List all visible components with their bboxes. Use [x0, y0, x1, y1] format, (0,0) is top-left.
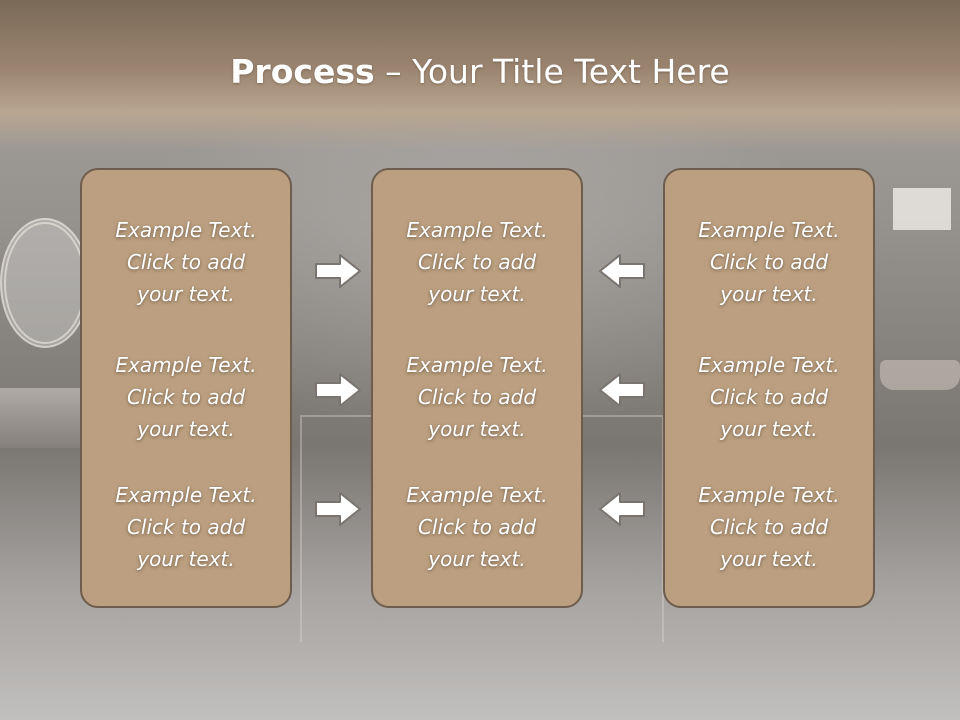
text-placeholder[interactable]: Example Text. Click to add your text. [698, 218, 840, 306]
title-bold: Process [230, 52, 375, 91]
process-column-center[interactable]: Example Text. Click to add your text. Ex… [371, 168, 583, 608]
background-lamp [893, 188, 951, 230]
title-rest: – Your Title Text Here [374, 52, 730, 91]
arrow-right-icon [315, 373, 361, 407]
text-placeholder[interactable]: Example Text. Click to add your text. [115, 218, 257, 306]
header-band [0, 0, 960, 150]
slide-title[interactable]: Process – Your Title Text Here [0, 52, 960, 91]
text-placeholder[interactable]: Example Text. Click to add your text. [406, 218, 548, 306]
process-column-right[interactable]: Example Text. Click to add your text. Ex… [663, 168, 875, 608]
background-dresser [0, 388, 80, 448]
text-placeholder[interactable]: Example Text. Click to add your text. [698, 353, 840, 441]
arrow-left-icon [599, 254, 645, 288]
arrow-right-icon [315, 254, 361, 288]
background-table [880, 360, 960, 390]
arrow-left-icon [599, 373, 645, 407]
background-mirror [0, 218, 90, 348]
arrow-right-icon [315, 492, 361, 526]
text-placeholder[interactable]: Example Text. Click to add your text. [115, 353, 257, 441]
process-column-left[interactable]: Example Text. Click to add your text. Ex… [80, 168, 292, 608]
text-placeholder[interactable]: Example Text. Click to add your text. [115, 483, 257, 571]
text-placeholder[interactable]: Example Text. Click to add your text. [698, 483, 840, 571]
text-placeholder[interactable]: Example Text. Click to add your text. [406, 353, 548, 441]
arrow-left-icon [599, 492, 645, 526]
text-placeholder[interactable]: Example Text. Click to add your text. [406, 483, 548, 571]
